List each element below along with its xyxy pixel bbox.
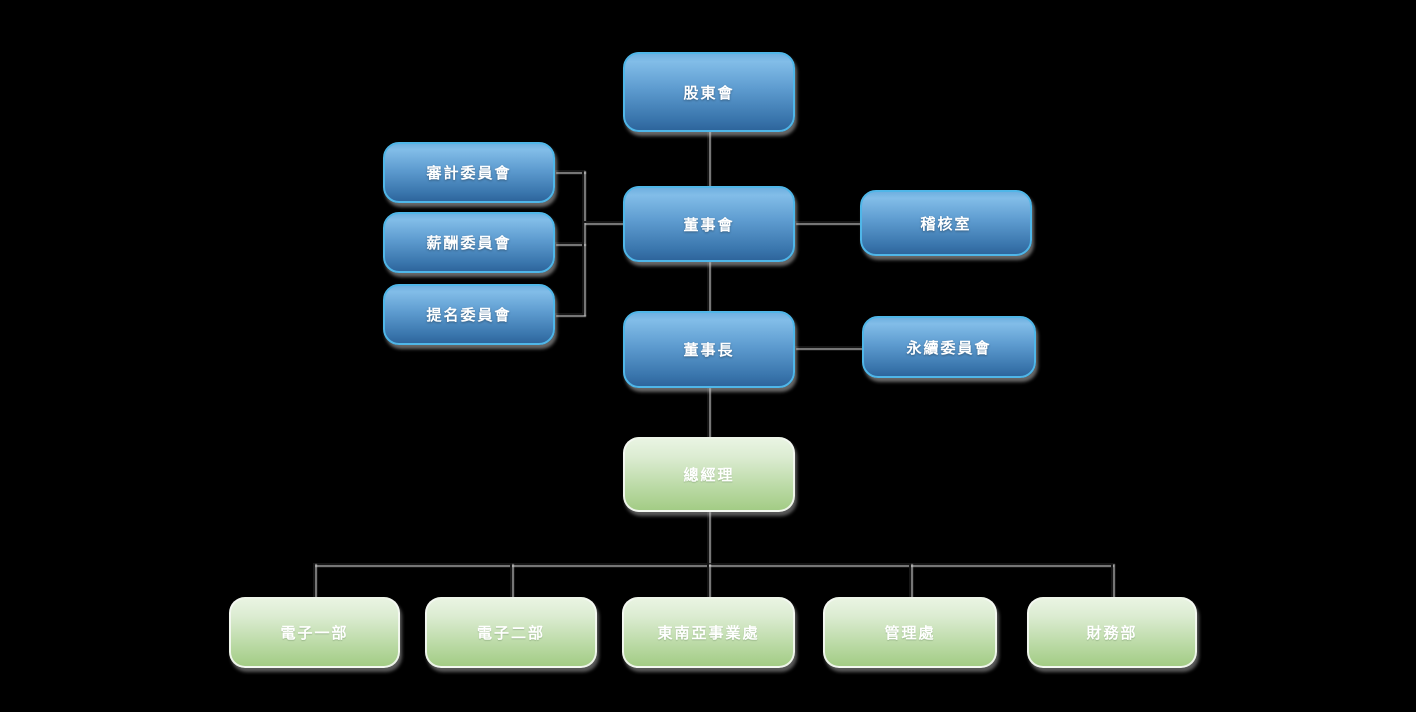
node-electronics-division-2: 電子二部: [425, 597, 597, 668]
node-label: 永續委員會: [906, 338, 992, 357]
node-general-manager: 總經理: [623, 437, 795, 512]
node-label: 董事會: [683, 215, 735, 234]
node-audit-office: 稽核室: [860, 190, 1032, 256]
connector-audit-committee-stub: [555, 170, 585, 172]
connector-chairman-gm: [707, 387, 709, 438]
connector-bottom-rail: [314, 563, 1113, 565]
connector-shareholders-board: [707, 130, 709, 187]
node-administration-division: 管理處: [823, 597, 997, 668]
connector-nomination-committee-stub: [555, 313, 585, 315]
node-chairman: 董事長: [623, 311, 795, 388]
node-label: 稽核室: [920, 214, 972, 233]
node-shareholders-meeting: 股東會: [623, 52, 795, 132]
node-label: 提名委員會: [426, 306, 512, 324]
node-label: 財務部: [1086, 624, 1138, 642]
connector-board-audit-office: [795, 221, 860, 223]
node-label: 薪酬委員會: [426, 234, 512, 252]
connector-board-chairman: [707, 261, 709, 312]
connector-compensation-committee-stub: [555, 242, 585, 244]
node-label: 股東會: [683, 83, 735, 102]
connector-committees-vertical: [582, 170, 584, 315]
connector-drop-electronics-2: [510, 563, 512, 598]
node-finance-department: 財務部: [1027, 597, 1197, 668]
node-compensation-committee: 薪酬委員會: [383, 212, 555, 273]
node-nomination-committee: 提名委員會: [383, 284, 555, 345]
node-label: 管理處: [884, 624, 936, 642]
node-label: 董事長: [683, 341, 735, 359]
connector-drop-administration: [909, 563, 911, 598]
node-audit-committee: 審計委員會: [383, 142, 555, 203]
node-southeast-asia-business-division: 東南亞事業處: [622, 597, 795, 668]
connector-drop-southeast-asia: [707, 563, 709, 598]
node-label: 東南亞事業處: [657, 624, 760, 642]
node-label: 電子一部: [280, 624, 349, 642]
node-board-of-directors: 董事會: [623, 186, 795, 262]
node-label: 總經理: [683, 466, 735, 484]
connector-chairman-sustainability: [795, 346, 862, 348]
node-label: 電子二部: [476, 624, 545, 642]
node-label: 審計委員會: [426, 164, 512, 182]
connector-drop-electronics-1: [313, 563, 315, 598]
node-sustainability-committee: 永續委員會: [862, 316, 1036, 378]
node-electronics-division-1: 電子一部: [229, 597, 400, 668]
connector-gm-rail: [707, 511, 709, 565]
connector-committees-board: [584, 221, 623, 223]
connector-drop-finance: [1111, 563, 1113, 598]
